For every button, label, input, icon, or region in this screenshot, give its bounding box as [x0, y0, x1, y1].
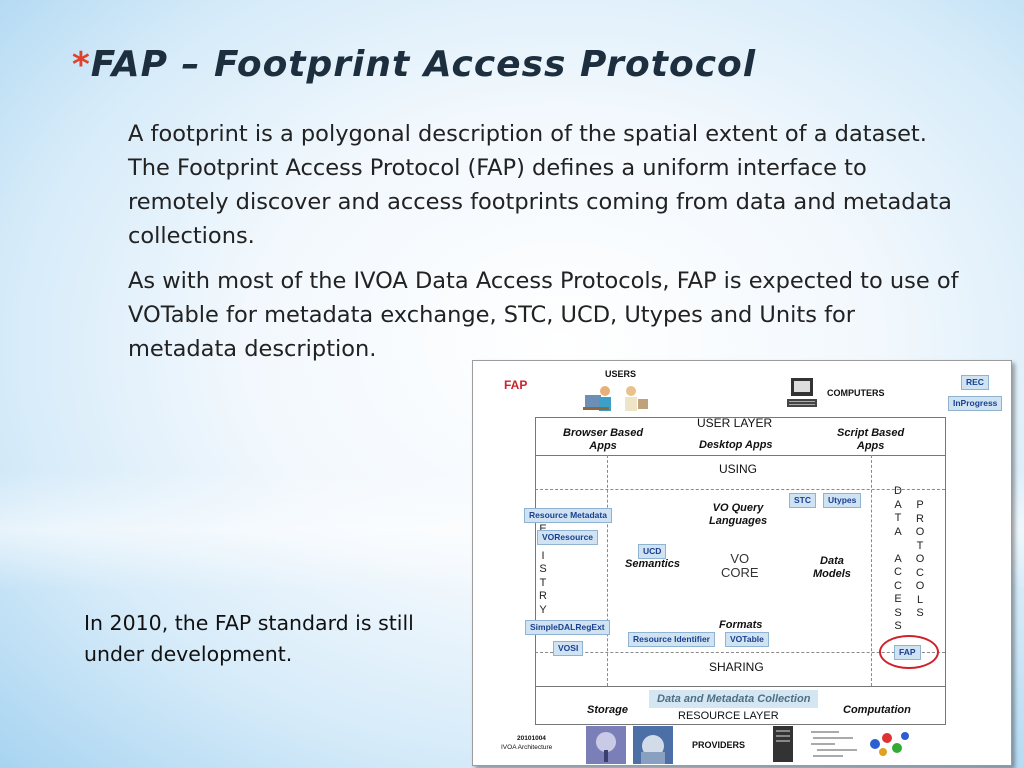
resource-identifier-chip: Resource Identifier: [628, 632, 715, 647]
simpledalregext-chip: SimpleDALRegExt: [525, 620, 610, 635]
paragraph-footprint-definition: A footprint is a polygonal description o…: [128, 121, 952, 249]
data-access-vertical-label: D A T A A C C E S S: [894, 485, 902, 632]
ivoa-architecture-diagram: FAP USERS COMPUTERS REC InProgress USER …: [472, 360, 1012, 766]
legend-inprogress-chip: InProgress: [948, 396, 1003, 411]
data-metadata-collection-box: Data and Metadata Collection: [649, 690, 819, 708]
vo-query-label: VO Query Languages: [709, 502, 768, 527]
computation-label: Computation: [843, 704, 911, 716]
computers-label: COMPUTERS: [827, 388, 885, 398]
using-divider: [535, 489, 945, 490]
utypes-chip: Utypes: [823, 493, 862, 508]
users-label: USERS: [605, 369, 637, 379]
ucd-chip: UCD: [638, 544, 667, 559]
voresource-chip: VOResource: [537, 530, 599, 545]
diagram-fap-label: FAP: [504, 378, 528, 392]
using-label: USING: [719, 462, 758, 476]
resource-metadata-chip: Resource Metadata: [524, 508, 612, 523]
vo-core-label: VO CORE: [721, 551, 759, 580]
title-text: FAP – Footprint Access Protocol: [90, 44, 757, 85]
equations-icon: [809, 726, 861, 765]
users-icon: [583, 381, 653, 420]
paragraph-ivoa-protocols: As with most of the IVOA Data Access Pro…: [128, 268, 959, 362]
providers-label: PROVIDERS: [692, 740, 746, 750]
votable-chip: VOTable: [725, 632, 769, 647]
user-layer-label: USER LAYER: [697, 416, 773, 430]
sharing-label: SHARING: [709, 660, 764, 674]
desktop-apps-label: Desktop Apps: [699, 439, 773, 451]
fap-highlight-circle: [879, 635, 939, 669]
architecture-caption: IVOA Architecture: [501, 744, 553, 751]
resource-layer-label: RESOURCE LAYER: [678, 710, 779, 722]
registry-divider: [607, 455, 608, 686]
legend-rec-chip: REC: [961, 375, 989, 390]
telescope-dish-icon: [586, 726, 626, 765]
computer-icon: [787, 376, 819, 415]
protocols-divider: [871, 455, 872, 686]
formats-label: Formats: [719, 619, 763, 631]
stc-chip: STC: [789, 493, 816, 508]
sharing-divider: [535, 652, 945, 653]
vosi-chip: VOSI: [553, 641, 584, 656]
slide-title: *FAP – Footprint Access Protocol: [72, 44, 756, 85]
simulation-icon: [865, 726, 913, 765]
development-note: In 2010, the FAP standard is still under…: [84, 611, 414, 666]
observatory-icon: [633, 726, 673, 765]
title-bullet: *: [72, 45, 91, 85]
semantics-label: Semantics: [625, 558, 681, 570]
server-icon: [771, 726, 795, 765]
protocols-vertical-label: P R O T O C O L S: [915, 499, 925, 619]
data-models-label: Data Models: [813, 555, 851, 580]
resource-layer-divider: [535, 686, 945, 687]
storage-label: Storage: [587, 704, 628, 716]
diagram-date: 20101004: [517, 735, 546, 742]
browser-apps-label: Browser Based Apps: [563, 427, 644, 452]
user-layer-divider: [535, 455, 945, 456]
registry-vertical-label: R E G I S T R Y: [539, 509, 548, 616]
architecture-frame: [535, 417, 946, 725]
script-apps-label: Script Based Apps: [837, 427, 905, 452]
